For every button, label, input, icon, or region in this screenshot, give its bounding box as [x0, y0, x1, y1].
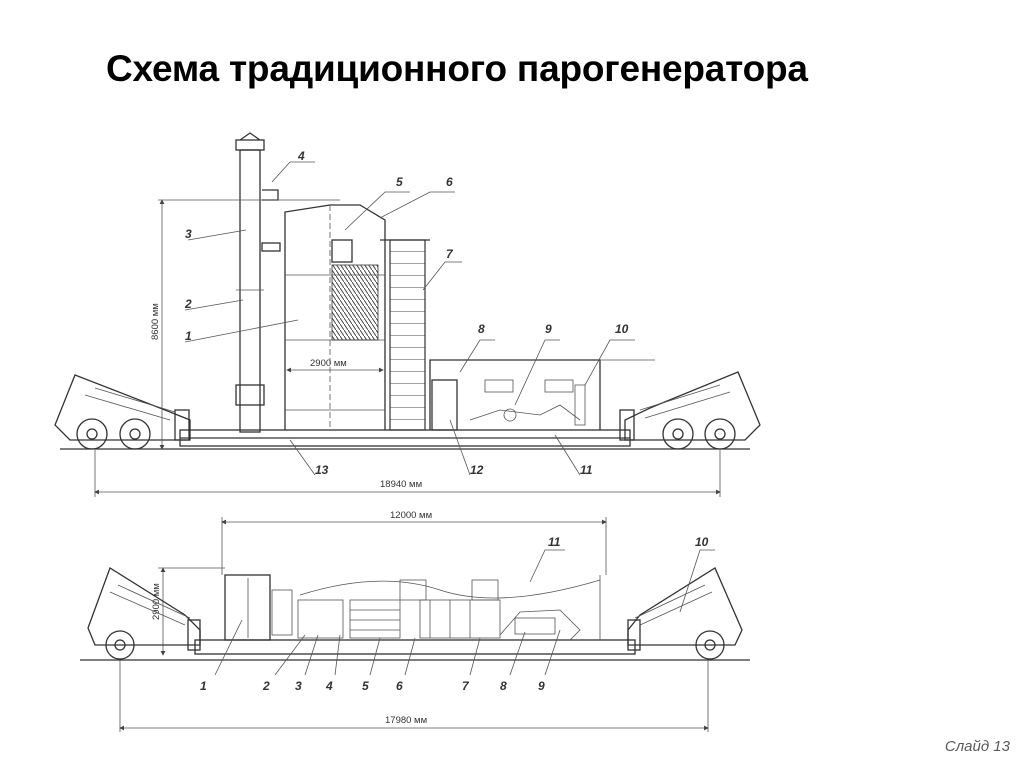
- plan-label-8: 8: [500, 679, 507, 693]
- plan-label-4: 4: [325, 679, 333, 693]
- slide-title: Схема традиционного парогенератора: [106, 48, 808, 89]
- side-label-13: 13: [315, 463, 329, 477]
- ladder: [380, 239, 430, 431]
- right-dolly: [619, 371, 761, 450]
- plan-label-5: 5: [362, 679, 369, 693]
- side-height-dim: 8600 мм: [150, 303, 161, 340]
- side-label-4: 4: [297, 149, 305, 163]
- left-dolly: [54, 374, 191, 450]
- slide-number: Слайд 13: [944, 738, 1010, 755]
- side-label-7: 7: [446, 247, 454, 261]
- plan-label-9: 9: [538, 679, 545, 693]
- plan-label-3: 3: [295, 679, 302, 693]
- side-label-1: 1: [185, 329, 192, 343]
- side-label-11: 11: [580, 463, 593, 477]
- side-label-12: 12: [470, 463, 484, 477]
- side-label-3: 3: [185, 227, 192, 241]
- side-length-dim: 18940 мм: [380, 479, 422, 490]
- plan-label-10: 10: [695, 535, 709, 549]
- plan-top-dim: 12000 мм: [390, 510, 432, 521]
- side-label-10: 10: [615, 322, 629, 336]
- plan-label-2: 2: [262, 679, 270, 693]
- plan-label-11: 11: [548, 535, 561, 549]
- plan-view: 12000 мм 2900 мм: [80, 510, 750, 732]
- plan-label-7: 7: [462, 679, 470, 693]
- side-label-9: 9: [545, 322, 552, 336]
- side-width-dim: 2900 мм: [310, 358, 347, 369]
- equipment-block: [429, 359, 655, 431]
- side-view: 8600 мм 2900 мм 18940 мм 4 3 2 1 5 6 7 8…: [54, 132, 761, 497]
- boiler: [284, 204, 386, 430]
- plan-label-1: 1: [200, 679, 207, 693]
- side-label-6: 6: [446, 175, 453, 189]
- plan-height-dim: 2900 мм: [151, 583, 162, 620]
- plan-label-6: 6: [396, 679, 403, 693]
- side-label-8: 8: [478, 322, 485, 336]
- chimney: [235, 132, 281, 433]
- plan-length-dim: 17980 мм: [385, 715, 427, 726]
- side-label-5: 5: [396, 175, 403, 189]
- side-label-2: 2: [184, 297, 192, 311]
